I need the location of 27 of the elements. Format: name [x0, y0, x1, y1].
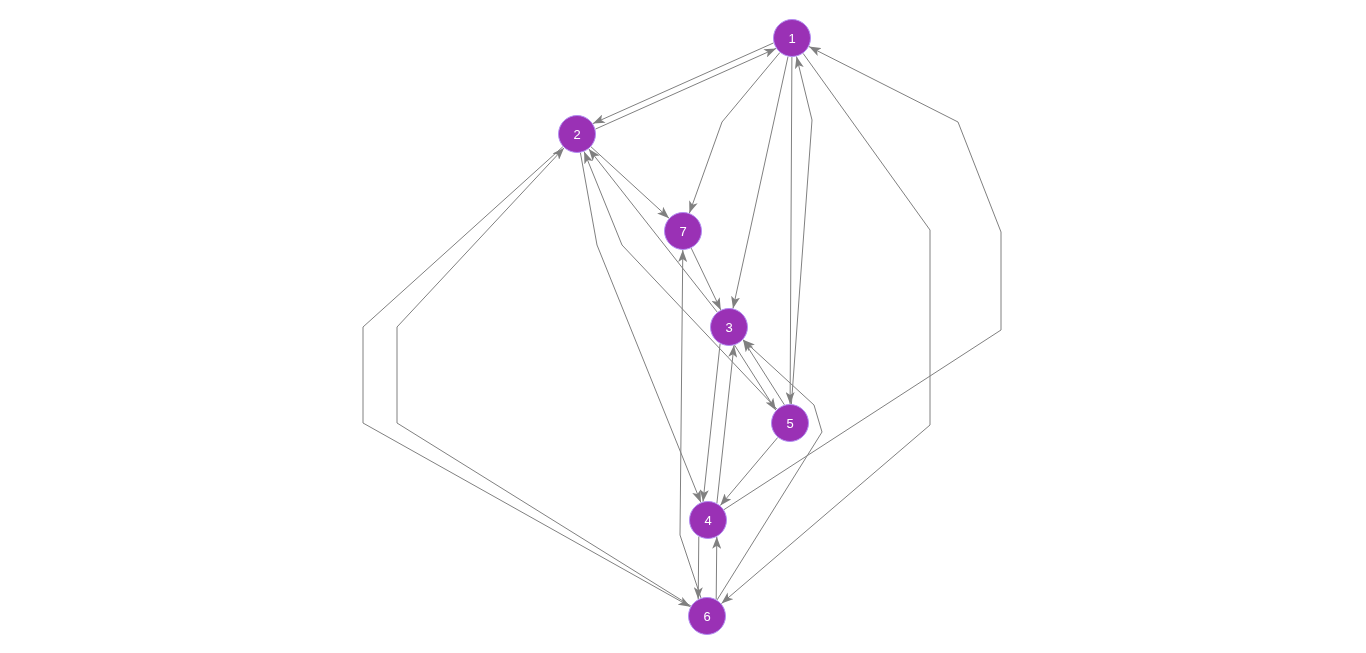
arrow — [716, 339, 823, 601]
arrow — [716, 344, 738, 504]
arrow — [579, 152, 702, 503]
vertex-circle: 3 — [710, 308, 748, 346]
arrow — [699, 343, 721, 503]
arrow — [723, 46, 1002, 511]
vertex-circle: 7 — [664, 212, 702, 250]
arrow — [583, 151, 778, 410]
arrow — [785, 56, 795, 405]
arrow — [712, 536, 722, 600]
arrow — [731, 56, 789, 309]
vertex-circle: 2 — [558, 115, 596, 153]
vertex-circle: 4 — [689, 501, 727, 539]
arrow — [693, 536, 703, 600]
vertex-circle: 1 — [773, 19, 811, 57]
arrow — [690, 247, 722, 311]
arrow — [742, 339, 785, 406]
arrow — [590, 146, 670, 219]
vertex-circle: 6 — [688, 597, 726, 635]
arrow — [720, 52, 931, 605]
arrow — [790, 56, 813, 405]
arrow — [719, 437, 779, 506]
arrow — [734, 344, 777, 411]
arrow — [588, 148, 718, 313]
vertex-circle: 5 — [771, 404, 809, 442]
arrow — [688, 52, 781, 214]
arrow — [678, 249, 702, 599]
